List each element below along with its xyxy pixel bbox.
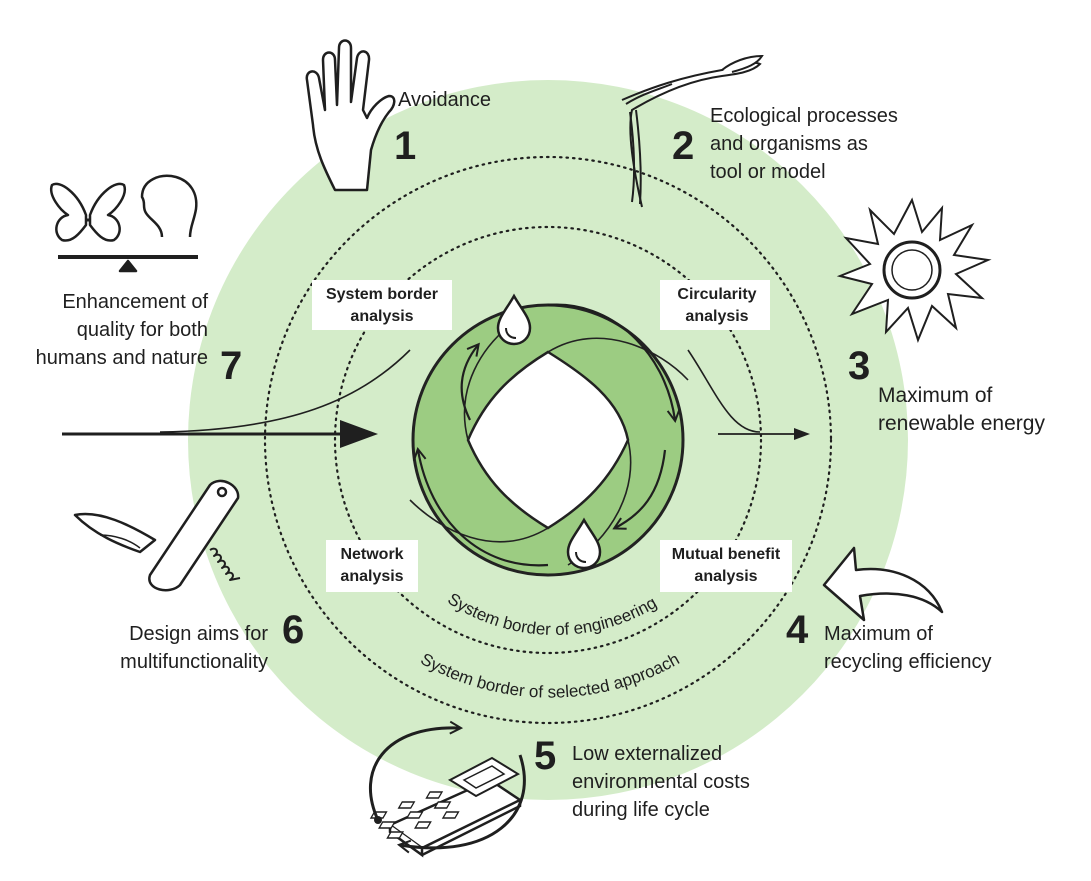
pocket-knife-icon [73,479,241,592]
principle-6-label: Design aims for multifunctionality [120,623,268,673]
plant-stem-icon [621,54,764,208]
circularity-analysis-label: Circularity analysis [677,286,757,325]
output-funnel-upper [687,349,761,433]
principle-3-number: 3 [848,344,871,388]
mutual-benefit-analysis-label: Mutual benefit analysis [671,546,781,585]
principle-2-label: Ecological processes and organisms as to… [710,105,898,183]
water-drop-icon [566,517,602,570]
principle-1-number: 1 [394,124,417,168]
principle-4-number: 4 [786,608,809,652]
principle-7-label: Enhancement of quality for both humans a… [35,291,208,369]
input-arrowhead [340,420,378,448]
principle-6-number: 6 [282,608,305,652]
engineering-border [333,225,763,655]
principle-5-label: Low externalized environmental costs dur… [572,743,750,821]
cycle-arrow-bottom [418,450,549,567]
principle-7-number: 7 [220,344,243,388]
output-arrowhead [794,428,810,440]
principle-1-label: Avoidance [398,89,492,111]
cycle-arrow-lower-icon [400,754,526,848]
principle-5-number: 5 [534,734,557,778]
cycle-arrow-right [615,449,667,528]
hand-icon [305,39,396,192]
cycle-arrow-left [460,345,478,421]
water-drop-icon [496,293,532,346]
principle-2-number: 2 [672,124,695,168]
selected-approach-border [263,155,833,725]
recycle-arrow-icon [822,546,944,622]
system-border-analysis-label: System border analysis [325,286,439,325]
cycle-arrow-upper-icon [368,728,460,821]
principle-3-label: Maximum of renewable energy [878,384,1045,435]
network-analysis-label: Network analysis [340,546,404,585]
principle-4-label: Maximum of recycling efficiency [824,623,992,673]
input-funnel-upper [159,349,411,433]
cycle-arrow-top [547,303,675,420]
sun-icon [836,197,992,343]
butterfly-human-balance-icon [49,174,198,273]
